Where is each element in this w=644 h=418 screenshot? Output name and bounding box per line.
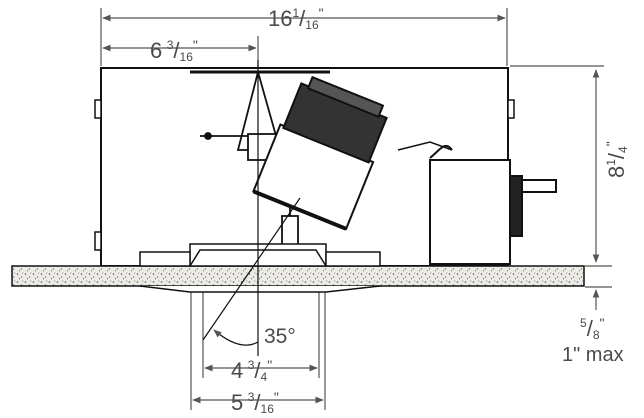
beam-lines <box>202 60 301 356</box>
ceiling-min-label: 5/8" <box>580 315 605 342</box>
overall-width-label: 161/16" <box>268 5 324 32</box>
junction-box <box>397 141 557 265</box>
aperture-outer-label: 5 3/16" <box>231 389 279 416</box>
hanger <box>190 68 330 250</box>
tilt-angle-label: 35° <box>264 325 296 348</box>
aperture-inner-label: 4 3/4" <box>231 357 273 384</box>
center-offset-label: 6 3/16" <box>150 37 198 64</box>
height-label: 81/4" <box>603 141 630 178</box>
dimension-lines <box>100 8 612 410</box>
ceiling-max-label: 1" max <box>562 344 624 366</box>
lamp-housing <box>252 75 388 231</box>
